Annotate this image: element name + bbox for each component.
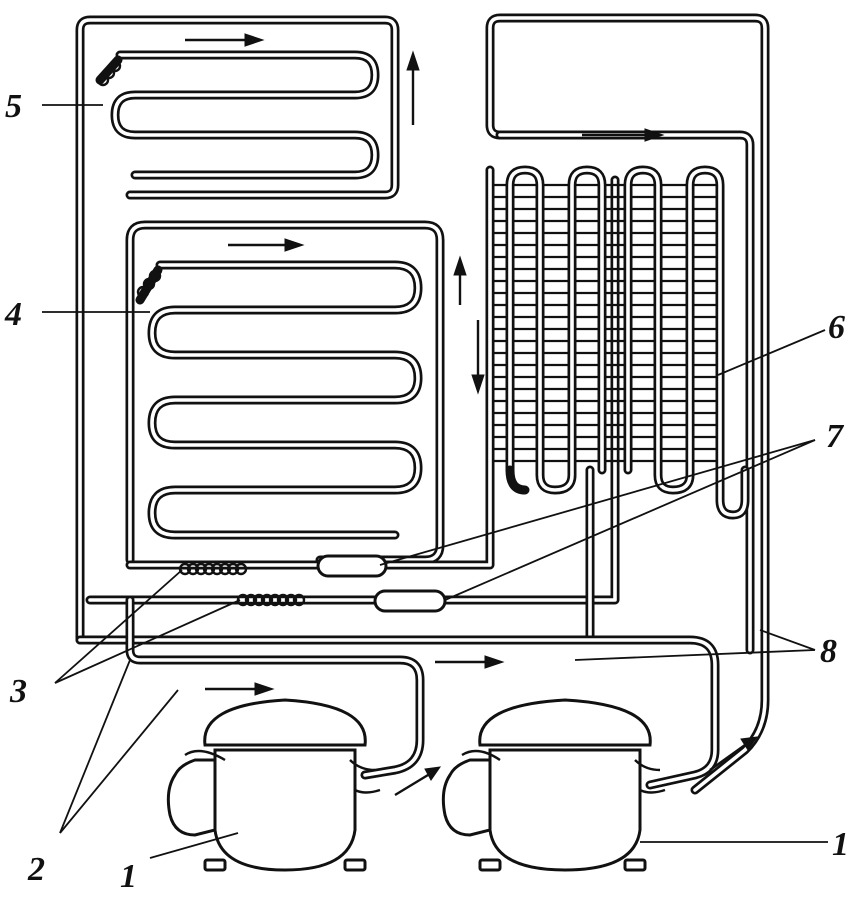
arrow-down-4	[471, 320, 485, 395]
compressor-right	[441, 698, 666, 872]
flow-arrows	[185, 33, 759, 797]
condenser-6	[492, 165, 750, 645]
evaporator-5	[95, 50, 380, 180]
label-6: 6	[828, 309, 845, 346]
label-3: 3	[9, 673, 27, 710]
arrow-bottom-mid	[435, 655, 505, 669]
compressor-left	[166, 698, 381, 872]
label-4: 4	[4, 296, 22, 333]
coil-4	[136, 269, 162, 299]
leader-lines	[42, 104, 828, 859]
label-1-right: 1	[832, 826, 849, 863]
arrow-diag-right	[709, 736, 759, 771]
arrow-top-right	[185, 33, 265, 47]
condenser-frame	[485, 13, 770, 795]
arrow-condenser-top	[582, 128, 665, 142]
label-2: 2	[27, 851, 45, 888]
arrow-up-4	[453, 255, 467, 305]
label-1-left: 1	[120, 858, 137, 895]
arrow-up-5	[406, 50, 420, 125]
labels: 5 4 6 7 8 3 2 1 1	[4, 88, 849, 895]
filter-lines	[85, 165, 620, 613]
upper-frame-tube	[75, 15, 400, 645]
coil-5	[96, 59, 122, 87]
filter-dryer-lower	[373, 589, 447, 613]
label-5: 5	[5, 88, 22, 125]
filter-dryer-upper	[316, 554, 388, 578]
lower-lines	[75, 595, 720, 790]
arrow-diag-left	[394, 766, 442, 797]
label-7: 7	[826, 418, 845, 455]
arrow-bottom-left	[205, 682, 275, 696]
heat-exchanger-coils	[178, 562, 306, 607]
arrow-mid-right	[228, 238, 305, 252]
condenser-fins	[492, 183, 718, 463]
label-8: 8	[820, 633, 837, 670]
evaporator-4	[125, 220, 445, 565]
